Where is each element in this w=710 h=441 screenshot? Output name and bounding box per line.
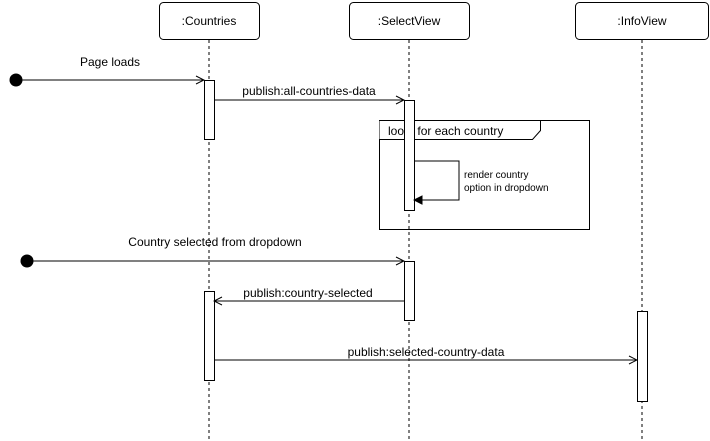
infoview-activation [637, 311, 648, 402]
page-loads-label: Page loads [80, 55, 140, 69]
render-label-line-1: render country [464, 170, 528, 181]
render-label-line-2: option in dropdown [464, 183, 549, 194]
render-option-message: render country option in dropdown [414, 160, 549, 200]
selectview-activation-2 [404, 261, 415, 321]
selectview-participant: :SelectView [349, 2, 470, 40]
infoview-title: :InfoView [617, 14, 666, 28]
country-selected-dropdown-message: Country selected from dropdown [20, 235, 405, 268]
selected-country-data-label: publish:selected-country-data [348, 345, 505, 359]
selectview-activation-1 [404, 100, 415, 211]
countries-title: :Countries [182, 14, 237, 28]
selected-country-data-message: publish:selected-country-data [214, 345, 637, 360]
countries-activation-2 [204, 291, 215, 381]
all-countries-label: publish:all-countries-data [242, 84, 376, 98]
country-selected-message: publish:country-selected [214, 286, 404, 301]
country-selected-label: publish:country-selected [243, 286, 372, 300]
selectview-title: :SelectView [378, 14, 441, 28]
all-countries-message: publish:all-countries-data [214, 84, 404, 100]
countries-participant: :Countries [159, 2, 260, 40]
page-loads-message: Page loads [9, 55, 205, 87]
countries-activation-1 [204, 80, 215, 140]
loop-fragment: loop: for each country [379, 120, 590, 230]
loop-label-tab [379, 120, 541, 140]
country-selected-dropdown-label: Country selected from dropdown [128, 235, 301, 249]
loop-label: loop: for each country [388, 124, 503, 138]
infoview-participant: :InfoView [575, 2, 709, 40]
